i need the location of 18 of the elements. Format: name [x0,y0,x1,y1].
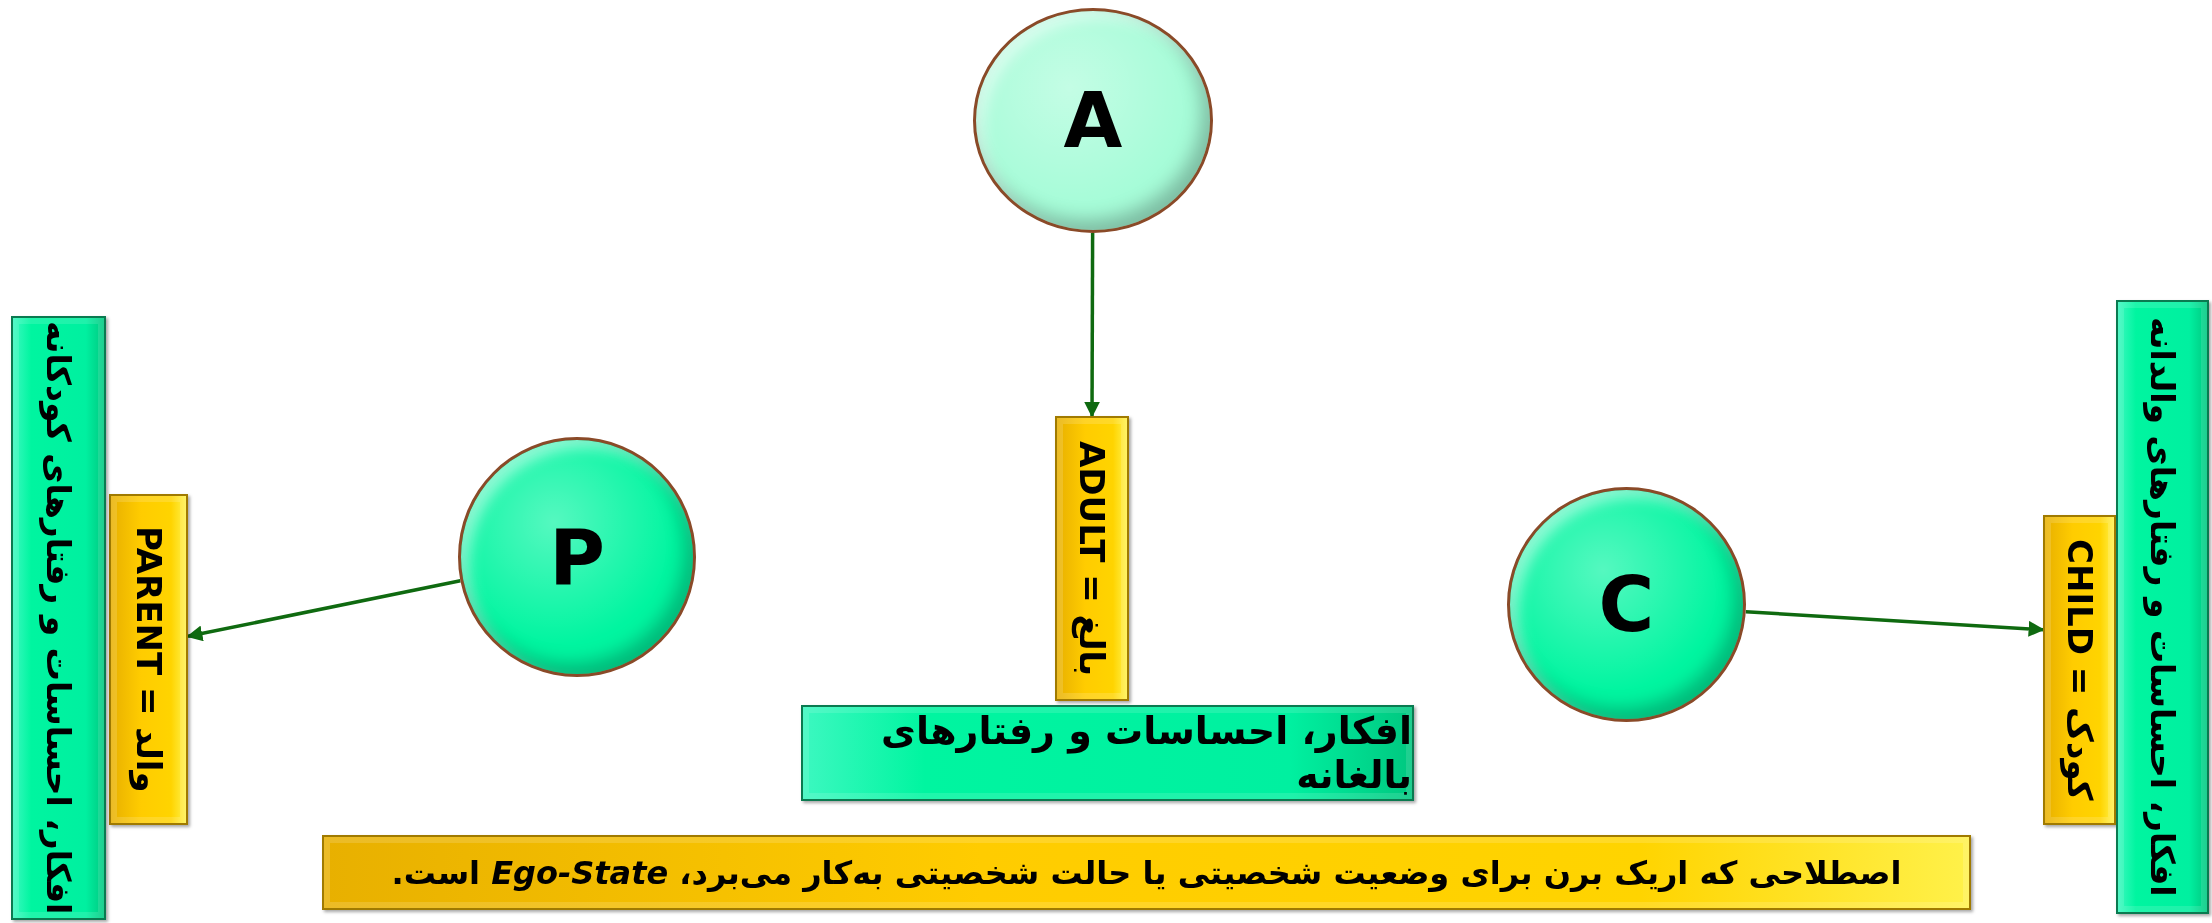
description-box [11,316,106,920]
box-label: کودک = CHILD [2059,539,2100,801]
label-box [1055,416,1129,701]
state-letter: C [1598,560,1655,649]
caption-box [322,835,1971,910]
state-letter: P [549,512,605,602]
label-box [109,494,188,825]
description-box [801,705,1414,801]
arrow [1084,233,1101,418]
box-label: افکار، احساسات و رفتارهای بالغانه [880,709,1412,797]
box-label: والد = PARENT [128,526,169,793]
box-label: افکار، احساسات و رفتارهای کودکانه [39,321,78,915]
arrow [1745,609,2045,637]
label-box [2043,515,2116,825]
description-box [2116,300,2209,914]
box-label: افکار، احساسات و رفتارهای والدانه [2143,317,2182,897]
box-label: بالغ = ADULT [1072,440,1112,677]
state-letter: A [1063,76,1123,165]
